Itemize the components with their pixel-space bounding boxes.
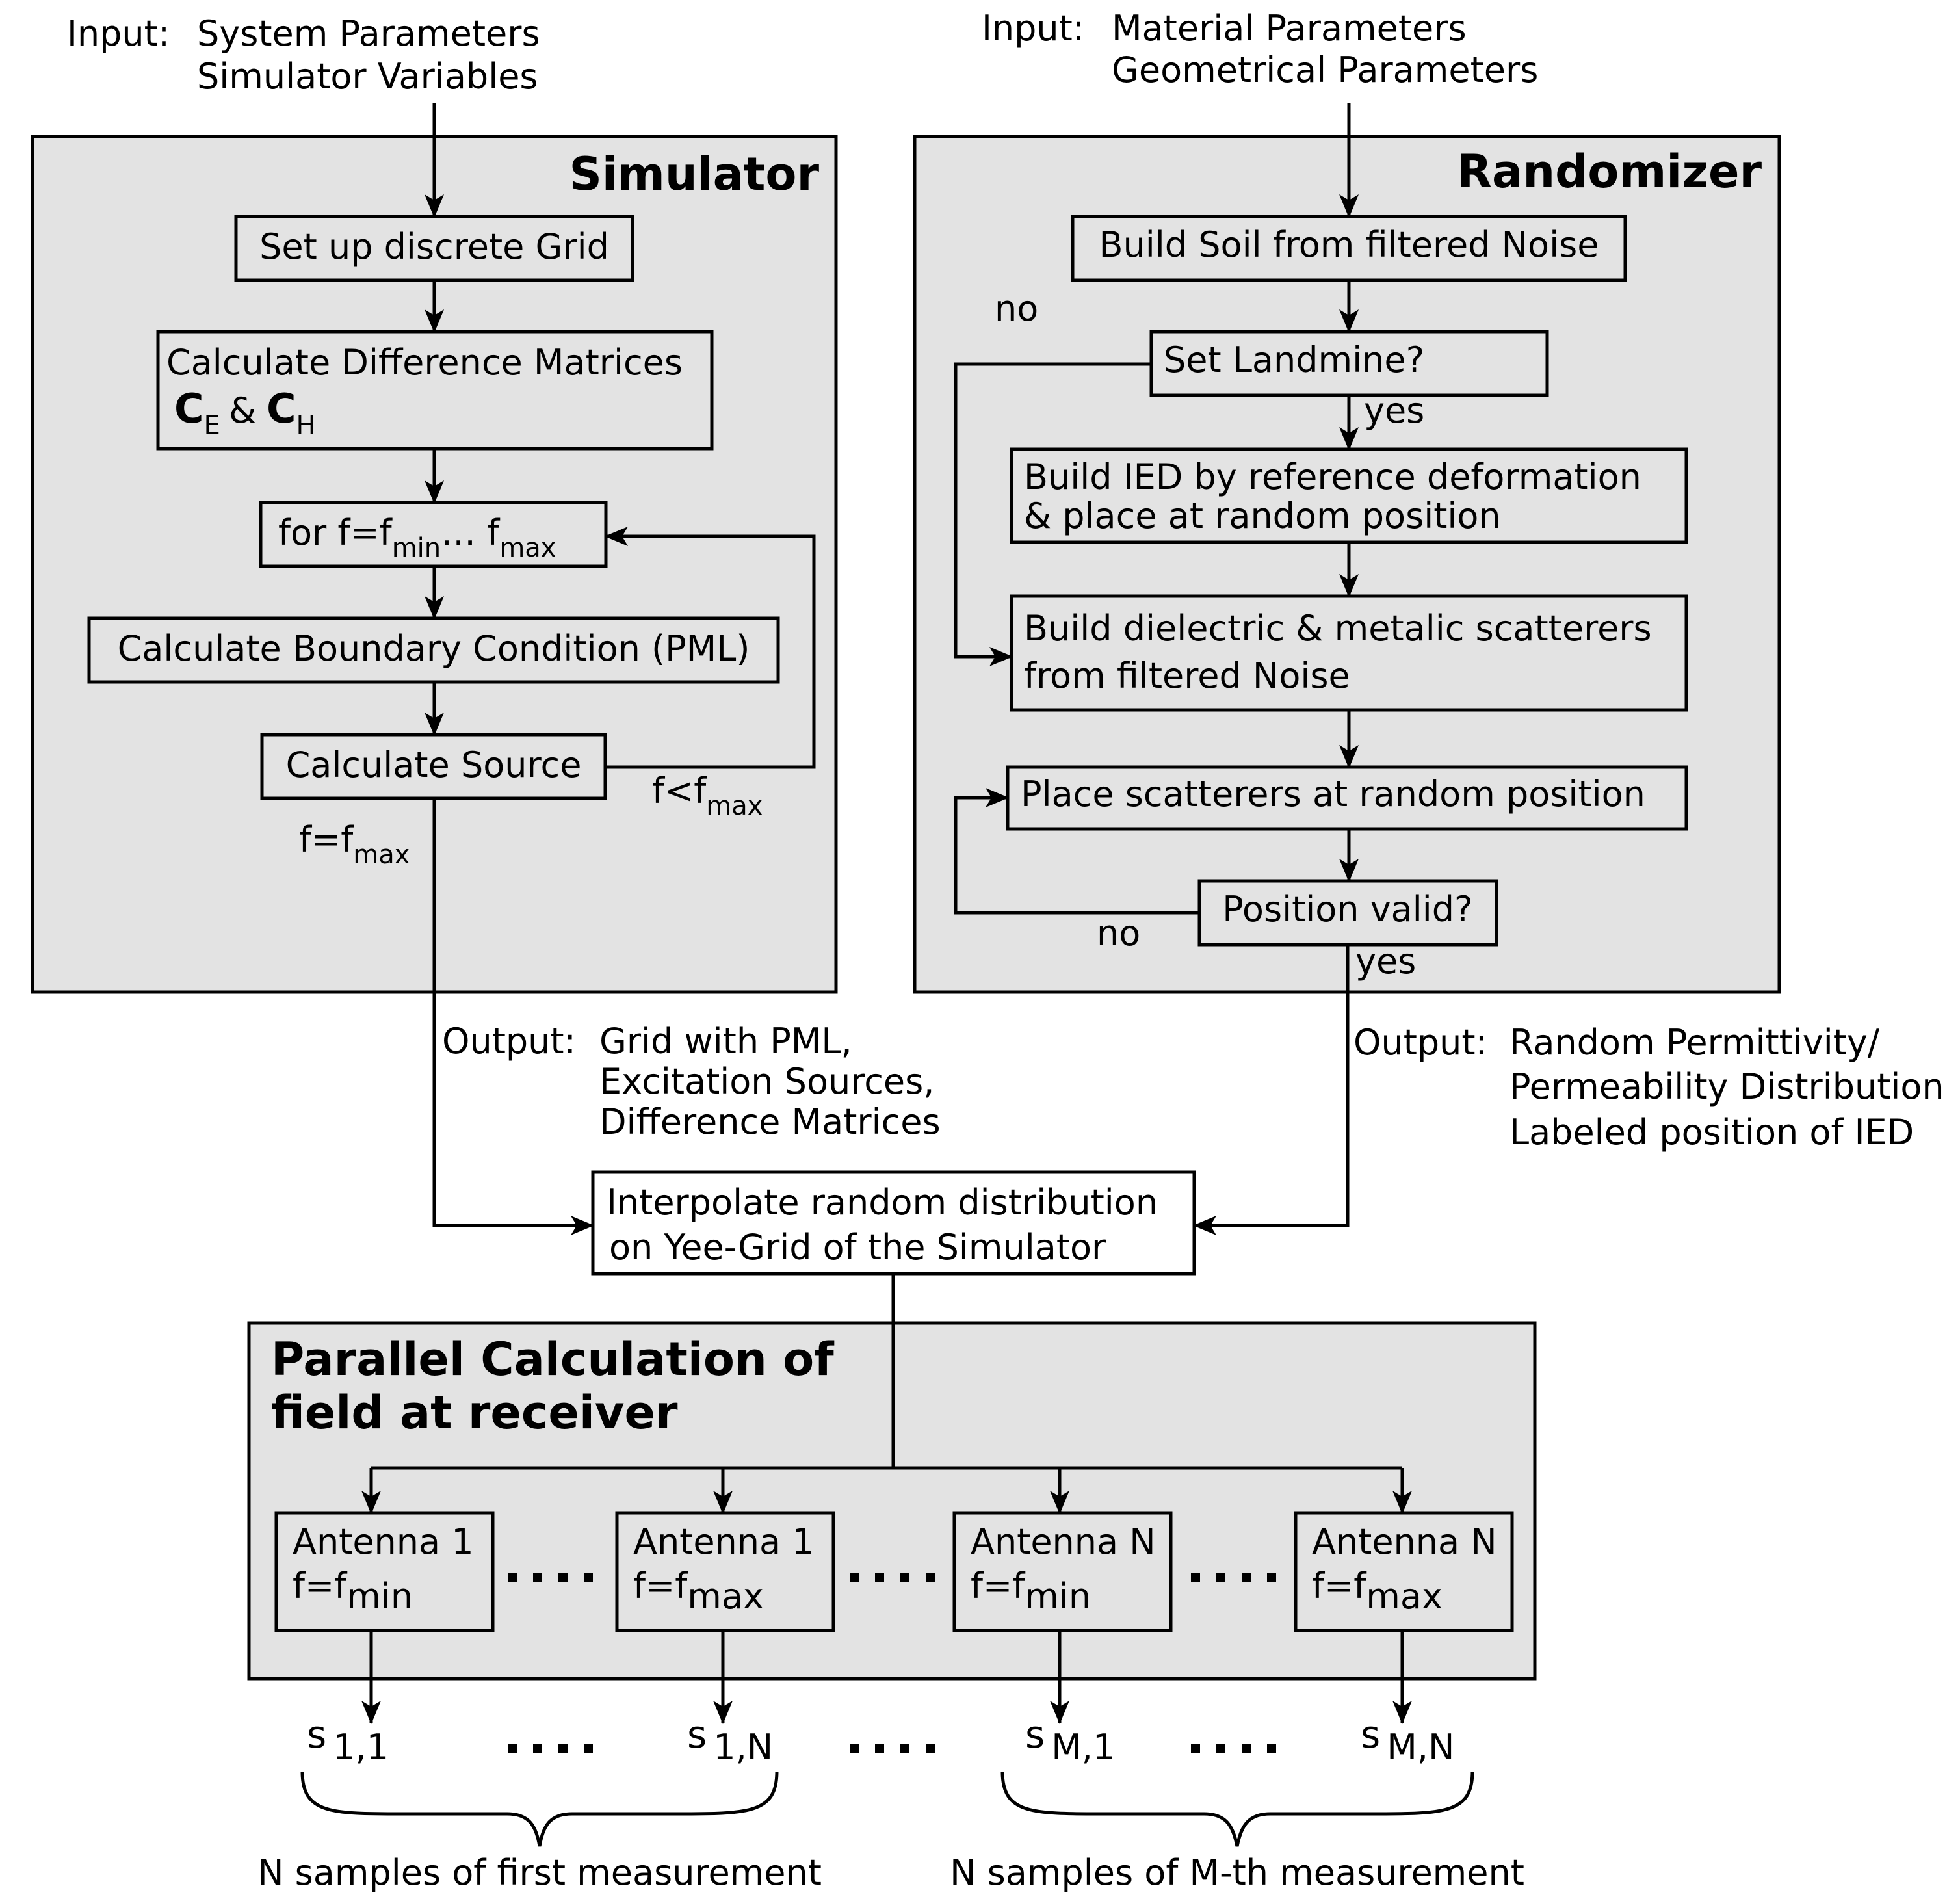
loop-condition-label: f<fmax [652,770,763,821]
brace-mth-label: N samples of M-th measurement [950,1852,1524,1893]
ampersand: & [229,390,256,431]
frequency-loop-label: for f=fmin… fmax [278,512,556,563]
landmine-decision-box [1149,330,1549,397]
soil-box [1071,215,1627,282]
landmine-no-label: no [995,288,1038,329]
simulator-connectors [425,103,816,1235]
position-valid-label: Position valid? [1222,889,1472,930]
simulator-title: Simulator [569,148,820,201]
antenna-box-1 [274,1511,495,1632]
antenna-name-3: Antenna N [971,1521,1156,1562]
sample-ellipsis-2 [850,1744,935,1753]
antenna-freq-3: f=fmin [971,1565,1091,1617]
interpolate-label-line1: Interpolate random distribution [607,1182,1158,1223]
antenna-name-4: Antenna N [1312,1521,1497,1562]
sample-ellipsis-3 [1191,1744,1276,1753]
interpolate-label-line2: on Yee-Grid of the Simulator [609,1227,1106,1268]
scatterers-box [1010,594,1688,712]
simulator-output-prefix: Output: [442,1021,576,1062]
scatterers-label-line1: Build dielectric & metalic scatterers [1024,608,1652,649]
ied-label-line1: Build IED by reference deformation [1024,456,1641,497]
landmine-decision-label: Set Landmine? [1164,339,1424,380]
randomizer-title: Randomizer [1457,145,1762,198]
antenna-name-1: Antenna 1 [293,1521,474,1562]
simulator-output-line2: Excitation Sources, [599,1061,934,1102]
position-no-label: no [1097,913,1140,954]
grid-setup-label: Set up discrete Grid [259,226,609,267]
antenna-freq-2: f=fmax [633,1565,764,1617]
grid-setup-box [234,215,634,282]
difference-matrices-label: Calculate Difference Matrices [166,342,683,383]
randomizer-input-line2: Geometrical Parameters [1112,49,1538,90]
sample-ellipsis-1 [508,1744,593,1753]
simulator-output: Output: Grid with PML, Excitation Source… [442,1021,941,1142]
randomizer-input: Input: Material Parameters Geometrical P… [982,8,1538,90]
brace-mth-measurement [1000,1771,1474,1847]
antenna-freq-1: f=fmin [293,1565,413,1617]
place-scatterers-label: Place scatterers at random position [1021,774,1645,815]
randomizer-input-line1: Material Parameters [1112,8,1467,49]
antenna-box-3 [952,1511,1173,1632]
antenna-freq-4: f=fmax [1312,1565,1443,1617]
landmine-yes-label: yes [1364,390,1424,431]
antenna-box-4 [1294,1511,1514,1632]
antenna-name-2: Antenna 1 [633,1521,815,1562]
randomizer-output-line3: Labeled position of IED [1509,1112,1914,1153]
place-scatterers-box [1006,765,1688,831]
brace-first-measurement [300,1771,779,1847]
randomizer-output-prefix: Output: [1353,1022,1487,1063]
brace-first-label: N samples of first measurement [257,1852,822,1893]
simulator-input-prefix: Input: [67,13,170,54]
simulator-input-line2: Simulator Variables [197,56,538,97]
randomizer-input-prefix: Input: [982,8,1084,49]
calculate-source-label: Calculate Source [286,744,582,785]
simulator-input-line1: System Parameters [197,13,540,54]
simulator-output-line1: Grid with PML, [599,1021,852,1062]
randomizer-output: Output: Random Permittivity/ Permeabilit… [1353,1022,1944,1153]
ch-symbol: CH [267,385,316,441]
antenna-box-2 [615,1511,835,1632]
exit-condition-label: f=fmax [299,819,410,870]
ied-label-line2: & place at random position [1024,495,1501,536]
randomizer-output-line1: Random Permittivity/ [1509,1022,1880,1063]
parallel-title-line1: Parallel Calculation of [271,1333,835,1386]
position-yes-label: yes [1355,941,1416,982]
parallel-connectors [361,1274,1412,1724]
ied-box [1010,447,1688,544]
simulator-input: Input: System Parameters Simulator Varia… [67,13,540,97]
soil-label: Build Soil from filtered Noise [1099,224,1599,265]
scatterers-label-line2: from filtered Noise [1024,655,1350,696]
antenna-ellipsis-1 [508,1573,593,1582]
randomizer-output-line2: Permeability Distribution [1509,1066,1944,1107]
interpolate-box [591,1170,1196,1276]
simulator-output-line3: Difference Matrices [599,1101,941,1142]
antenna-ellipsis-3 [1191,1573,1276,1582]
ce-symbol: CE [174,385,220,441]
antenna-ellipsis-2 [850,1573,935,1582]
randomizer-connectors [954,103,1359,1235]
boundary-condition-label: Calculate Boundary Condition (PML) [118,628,750,669]
parallel-title-line2: field at receiver [271,1386,678,1439]
